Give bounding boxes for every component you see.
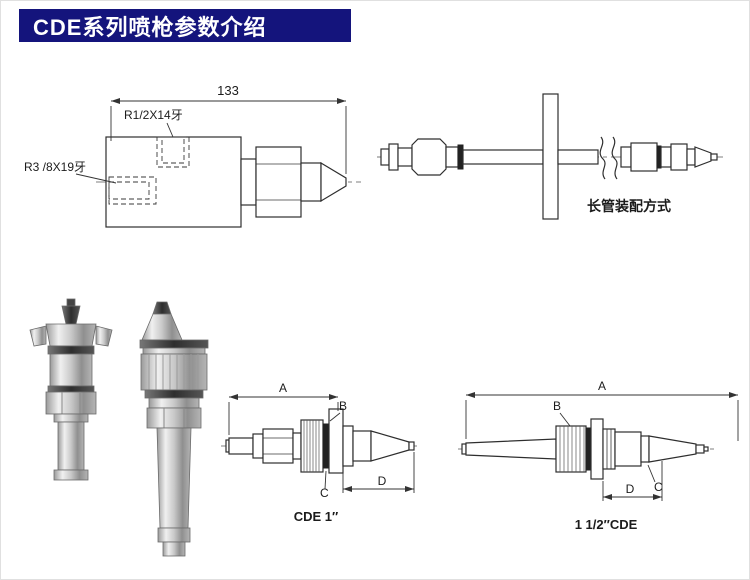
title-banner: CDE系列喷枪参数介绍	[19, 9, 351, 42]
thread-top-label: R1/2X14牙	[124, 108, 183, 122]
nozzle-photo-left	[29, 298, 113, 481]
cde-1-5-caption: 1 1/2″CDE	[575, 517, 638, 532]
dim-b-label: B	[553, 399, 561, 413]
nozzle-photo-right	[139, 301, 209, 557]
cde-1-drawing: A B C D CDE 1″	[221, 381, 421, 524]
nozzle-photos	[29, 298, 209, 557]
cde-1-caption: CDE 1″	[294, 509, 339, 524]
dim-a-label: A	[598, 379, 606, 393]
assembly-caption: 长管装配方式	[587, 198, 671, 214]
dim-c-label: C	[320, 486, 329, 500]
cross-section-drawing: 133 R1/2X14牙 R3 /8X19牙	[24, 83, 361, 228]
long-tube-assembly-drawing: 长管装配方式	[377, 93, 723, 220]
dim-b-label: B	[339, 399, 347, 413]
page-title: CDE系列喷枪参数介绍	[33, 14, 267, 40]
dim-d-label: D	[626, 482, 635, 496]
dim-c-label: C	[654, 480, 663, 494]
dim-a-label: A	[279, 381, 287, 395]
dim-d-label: D	[378, 474, 387, 488]
dim-length-label: 133	[217, 83, 239, 98]
thread-side-label: R3 /8X19牙	[24, 160, 86, 174]
cde-1-5-drawing: A B C D 1 1/2″CDE	[458, 379, 739, 532]
